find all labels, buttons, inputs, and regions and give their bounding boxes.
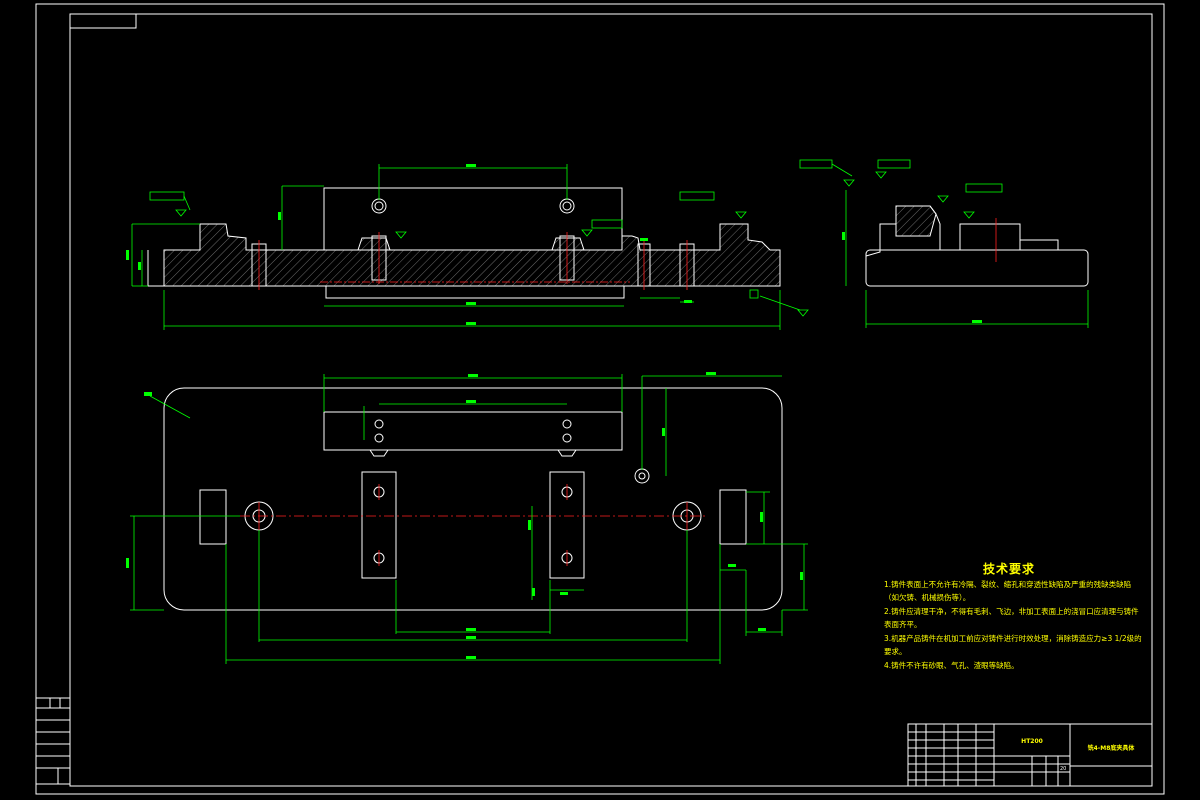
technical-requirements: 技术要求 1.铸件表面上不允许有冷隔、裂纹、缩孔和穿透性缺陷及严重的残缺类缺陷（… xyxy=(884,560,1144,672)
sheet-border xyxy=(35,3,1165,795)
front-view-dimensions xyxy=(126,164,809,330)
requirement-item: 2.铸件应清理干净，不得有毛刺、飞边，非加工表面上的浇冒口应清理与铸件表面齐平。 xyxy=(884,607,1139,629)
side-revision-table xyxy=(35,697,71,785)
top-view-dimensions xyxy=(126,372,808,664)
technical-requirements-title: 技术要求 xyxy=(982,562,1035,576)
side-view xyxy=(799,159,1089,328)
top-view xyxy=(163,387,783,611)
material-label: HT200 xyxy=(1021,738,1043,745)
requirement-item: 4.铸件不许有砂眼、气孔、渣眼等缺陷。 xyxy=(884,661,1019,670)
drawing-name-label: 铣4-M8底夹具体 xyxy=(1088,744,1136,752)
requirement-item: 1.铸件表面上不允许有冷隔、裂纹、缩孔和穿透性缺陷及严重的残缺类缺陷（如欠铸、机… xyxy=(884,580,1132,602)
scale-label: 20 xyxy=(1060,766,1066,772)
front-section-view xyxy=(147,187,781,299)
requirement-item: 3.机器产品铸件在机加工前应对铸件进行时效处理，消除铸造应力≥3 1/2级的要求… xyxy=(884,634,1142,656)
title-block xyxy=(907,723,1153,787)
